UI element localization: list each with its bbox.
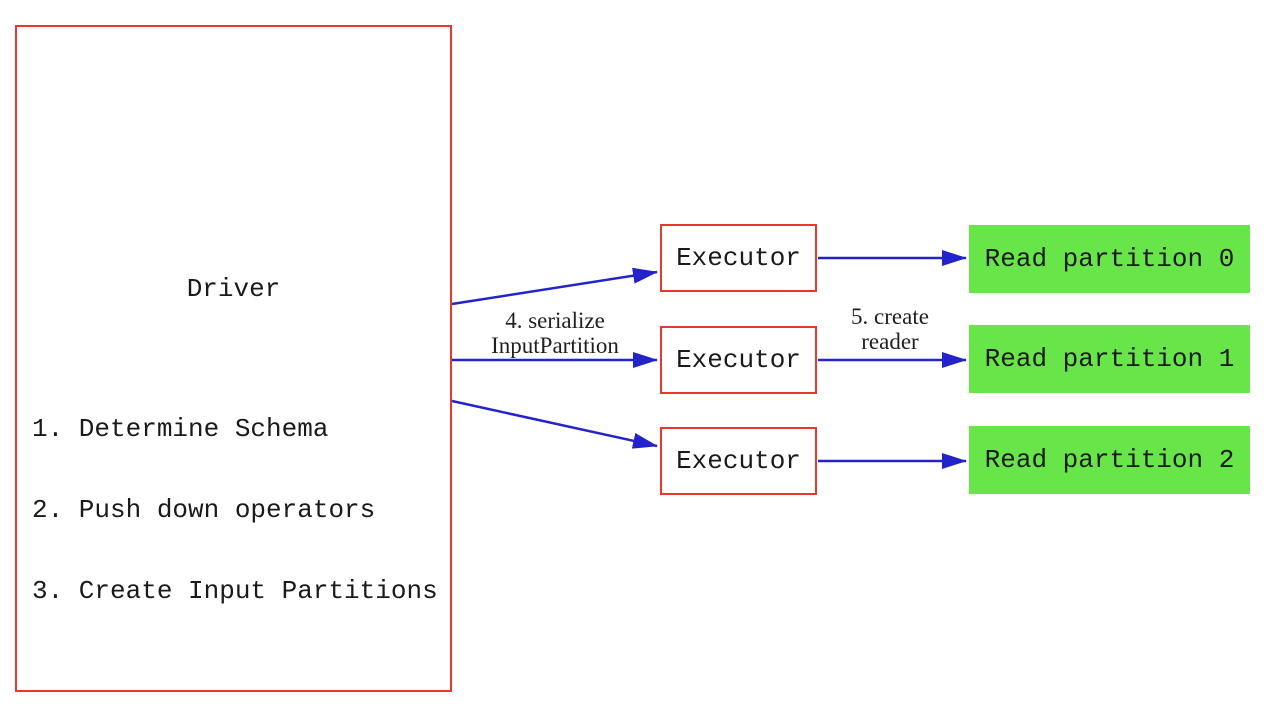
edge-label-line: InputPartition: [491, 333, 619, 358]
executor-label: Executor: [676, 345, 801, 375]
driver-step: 1. Determine Schema: [32, 414, 329, 444]
edge-label-line: 4. serialize: [505, 308, 605, 333]
executor-box-1: Executor: [660, 224, 817, 292]
executor-label: Executor: [676, 446, 801, 476]
driver-step: 3. Create Input Partitions: [32, 576, 438, 606]
driver-title: Driver: [186, 274, 281, 304]
read-partition-label: Read partition 2: [984, 445, 1235, 475]
read-partition-box-2: Read partition 2: [969, 426, 1250, 494]
executor-box-3: Executor: [660, 427, 817, 495]
driver-box: [15, 25, 452, 692]
edge-label-line: 5. create: [851, 304, 929, 329]
executor-box-2: Executor: [660, 326, 817, 394]
executor-label: Executor: [676, 243, 801, 273]
read-partition-label: Read partition 0: [984, 244, 1235, 274]
driver-step-list: 1. Determine Schema 2. Push down operato…: [32, 362, 438, 659]
edge-label-line: reader: [861, 329, 919, 354]
driver-step: 2. Push down operators: [32, 495, 376, 525]
arrow-driver-to-executor-1: [451, 267, 658, 306]
edge-label-create-reader: 5. create reader: [780, 304, 1000, 354]
edge-label-serialize-inputpartition: 4. serialize InputPartition: [445, 308, 665, 358]
read-partition-box-1: Read partition 1: [969, 325, 1250, 393]
read-partition-label: Read partition 1: [984, 344, 1235, 374]
arrow-driver-to-executor-3: [451, 399, 658, 449]
read-partition-box-0: Read partition 0: [969, 225, 1250, 293]
